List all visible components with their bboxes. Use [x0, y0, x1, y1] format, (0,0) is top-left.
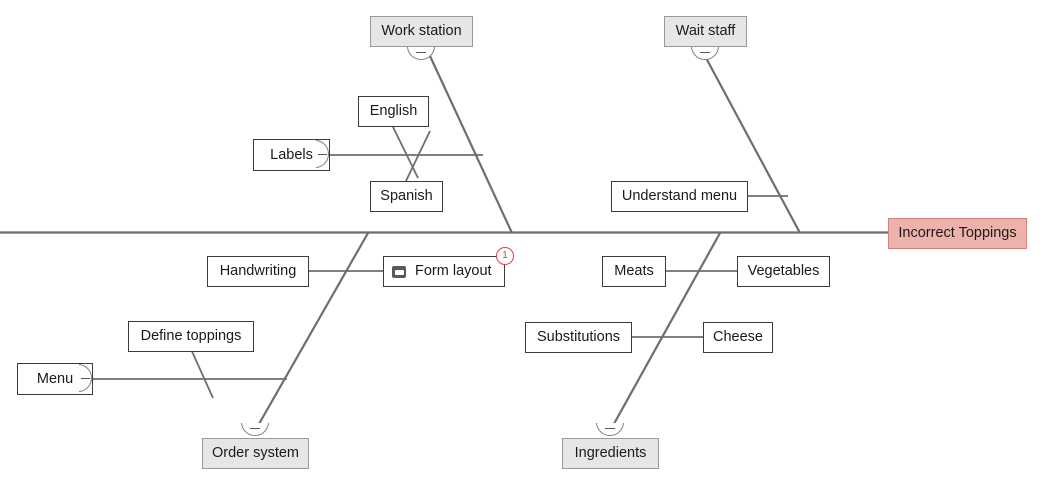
collapse-arc	[691, 47, 719, 60]
cause-label-vegetables: Vegetables	[747, 263, 820, 280]
branch-work-station	[429, 55, 513, 234]
note-icon	[392, 265, 406, 278]
minus-icon	[318, 154, 327, 156]
cause-box-substitutions[interactable]: Substitutions	[525, 322, 632, 353]
cause-label-cheese: Cheese	[713, 329, 763, 346]
category-label-order-system: Order system	[211, 445, 299, 462]
cause-label-meats: Meats	[614, 263, 654, 280]
cause-box-cheese[interactable]: Cheese	[703, 322, 773, 353]
collapse-toggle-labels[interactable]	[316, 140, 331, 170]
cause-label-form-layout: Form layout	[415, 263, 492, 280]
category-box-wait-staff[interactable]: Wait staff	[664, 16, 747, 47]
category-label-wait-staff: Wait staff	[675, 23, 736, 40]
collapse-arc	[596, 423, 624, 436]
branch-order-system	[254, 232, 369, 432]
cause-label-english: English	[369, 103, 418, 120]
minus-icon	[250, 428, 260, 430]
comment-count-badge[interactable]: 1	[496, 247, 514, 265]
effect-box-incorrect-toppings[interactable]: Incorrect Toppings	[888, 218, 1027, 249]
connector-english	[392, 126, 419, 179]
cause-box-english[interactable]: English	[358, 96, 429, 127]
category-box-order-system[interactable]: Order system	[202, 438, 309, 469]
effect-label: Incorrect Toppings	[898, 225, 1017, 242]
cause-box-understand-menu[interactable]: Understand menu	[611, 181, 748, 212]
cause-box-form-layout[interactable]: Form layout	[383, 256, 505, 287]
branch-wait-staff	[704, 55, 801, 234]
category-label-ingredients: Ingredients	[574, 445, 647, 462]
collapse-toggle-work-station[interactable]	[407, 47, 437, 62]
collapse-toggle-ingredients[interactable]	[596, 423, 626, 438]
cause-label-substitutions: Substitutions	[536, 329, 621, 346]
collapse-toggle-order-system[interactable]	[241, 423, 271, 438]
badge-count: 1	[502, 250, 508, 261]
cause-label-understand-menu: Understand menu	[621, 188, 738, 205]
cause-box-handwriting[interactable]: Handwriting	[207, 256, 309, 287]
minus-icon	[700, 52, 710, 54]
collapse-arc	[241, 423, 269, 436]
minus-icon	[416, 52, 426, 54]
cause-label-menu: Menu	[36, 370, 74, 387]
cause-box-meats[interactable]: Meats	[602, 256, 666, 287]
cause-box-spanish[interactable]: Spanish	[370, 181, 443, 212]
cause-box-define-toppings[interactable]: Define toppings	[128, 321, 254, 352]
cause-label-define-toppings: Define toppings	[140, 328, 242, 345]
collapse-toggle-menu[interactable]	[79, 364, 94, 394]
category-label-work-station: Work station	[381, 23, 462, 40]
category-box-work-station[interactable]: Work station	[370, 16, 473, 47]
cause-label-handwriting: Handwriting	[219, 263, 297, 280]
minus-icon	[605, 428, 615, 430]
collapse-arc	[407, 47, 435, 60]
minus-icon	[81, 378, 90, 380]
cause-label-spanish: Spanish	[380, 188, 433, 205]
connector-spanish	[405, 130, 431, 182]
cause-box-vegetables[interactable]: Vegetables	[737, 256, 830, 287]
category-box-ingredients[interactable]: Ingredients	[562, 438, 659, 469]
cause-label-labels: Labels	[270, 146, 313, 163]
collapse-toggle-wait-staff[interactable]	[691, 47, 721, 62]
branch-ingredients	[609, 232, 721, 432]
connector-define-toppings	[189, 346, 214, 399]
